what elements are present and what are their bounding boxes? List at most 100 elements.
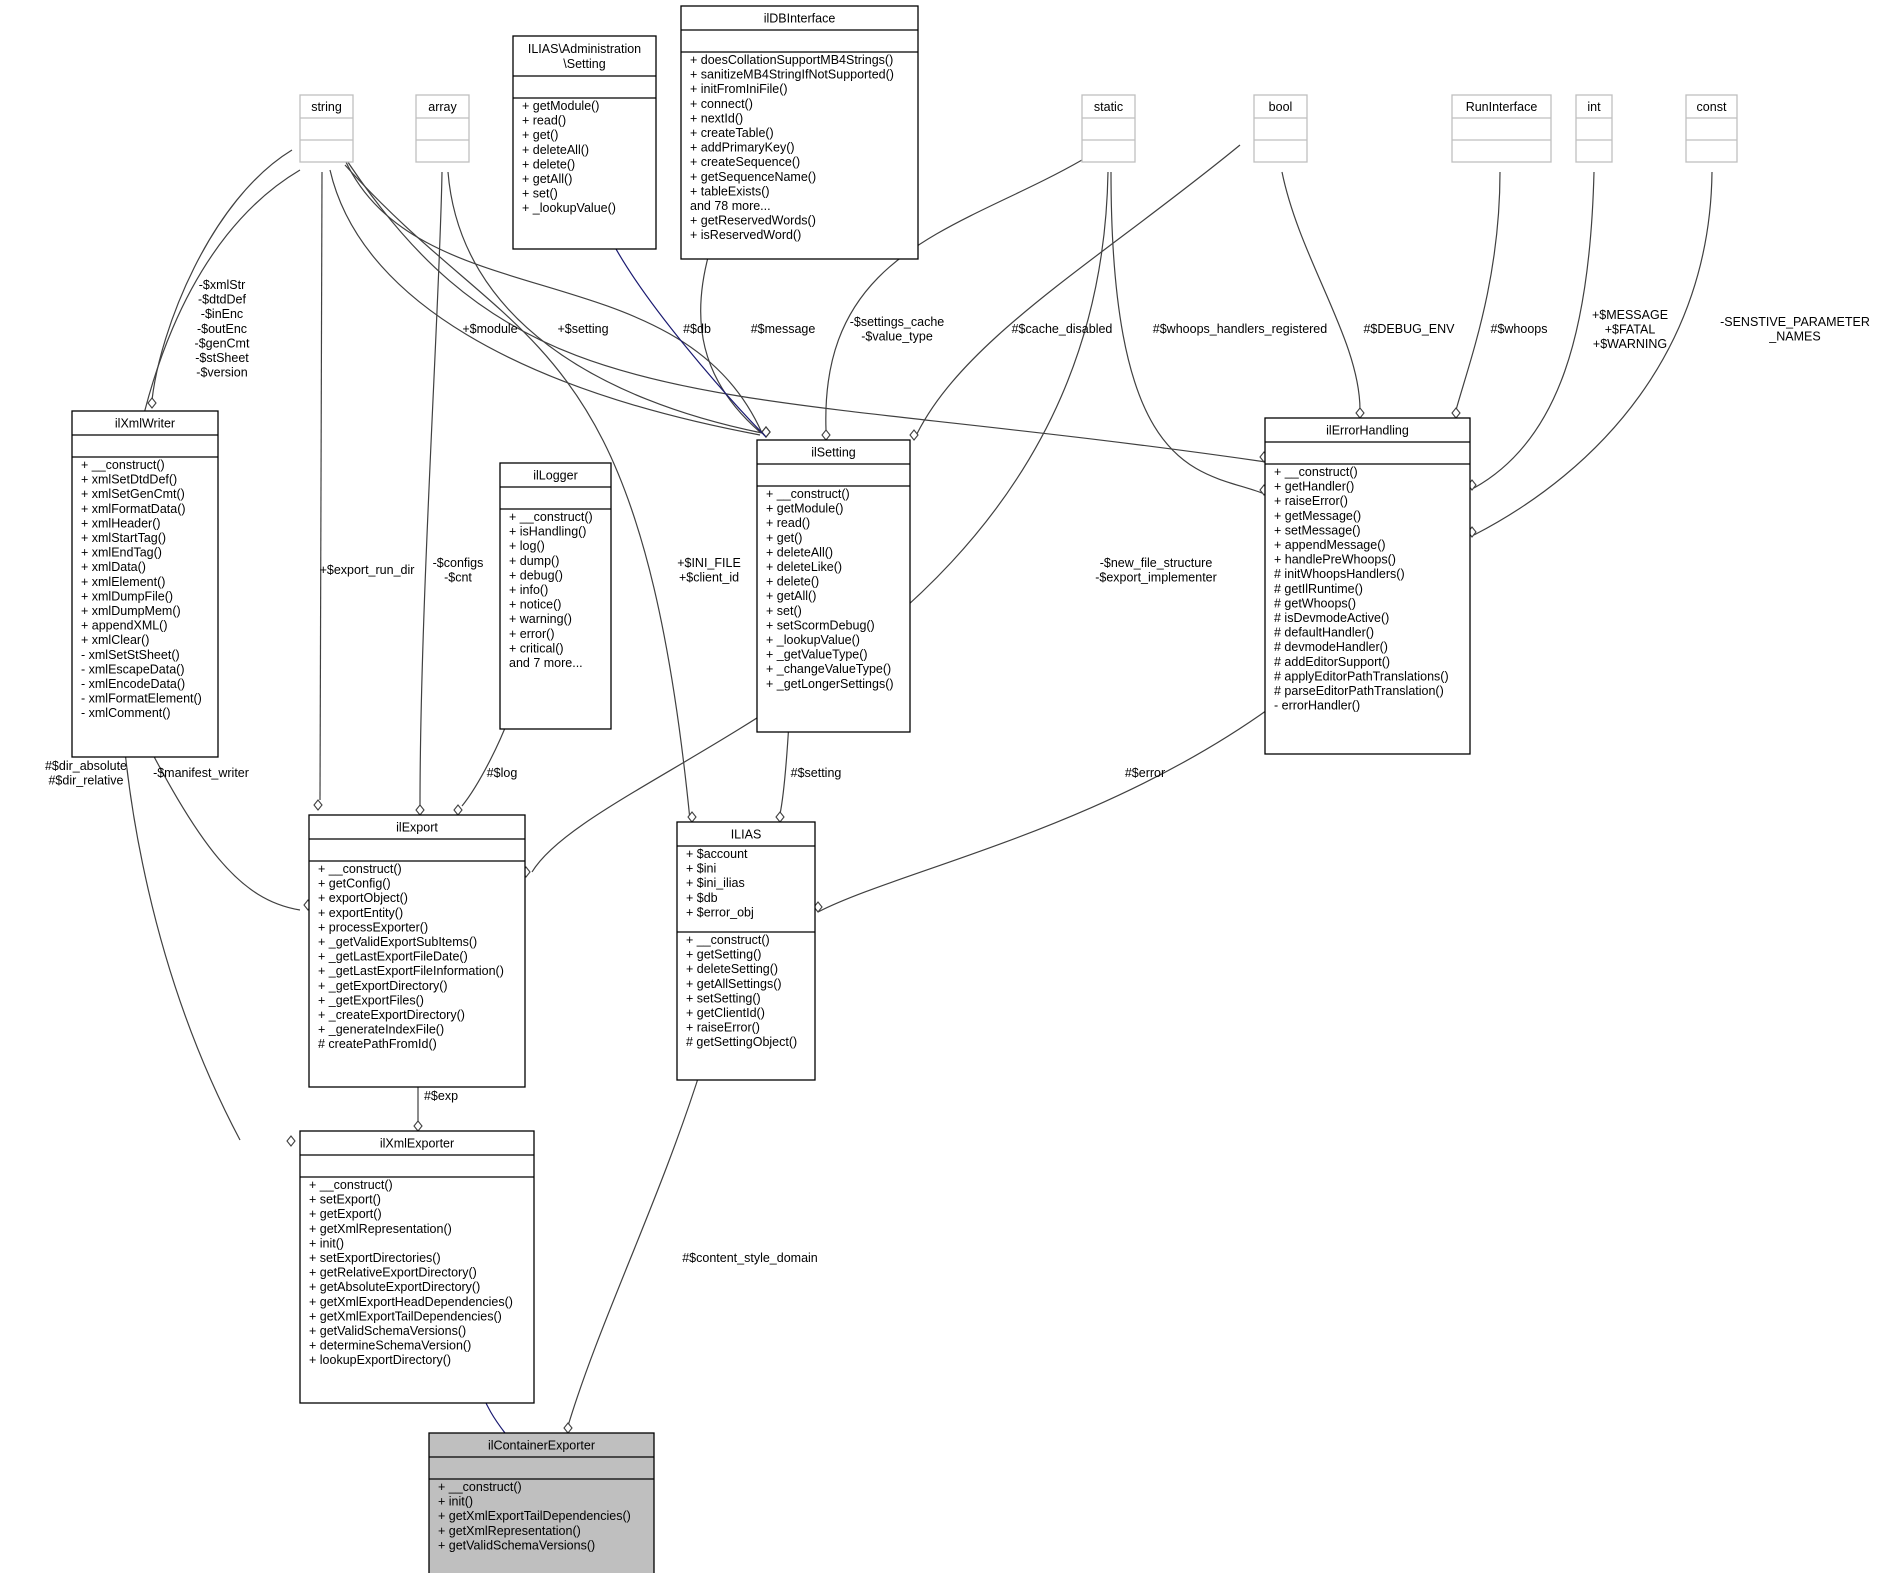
- class-name: ilSetting: [811, 446, 856, 460]
- class-method: + xmlClear(): [81, 633, 149, 647]
- association-edge: [913, 144, 1241, 441]
- class-method: + getHandler(): [1274, 480, 1354, 494]
- class-method: # getIlRuntime(): [1274, 582, 1363, 596]
- aggregation-diamond: [821, 429, 831, 441]
- edge-label: -$xmlStr: [199, 278, 246, 292]
- edge-label: #$exp: [424, 1089, 458, 1103]
- inheritance-edge: [606, 231, 767, 438]
- edge-label: +$module: [462, 322, 517, 336]
- edge-labels: -$xmlStr-$dtdDef-$inEnc-$outEnc-$genCmt-…: [45, 278, 1870, 1265]
- aggregation-diamond: [415, 804, 425, 816]
- class-method: + delete(): [766, 575, 819, 589]
- class-method: + getConfig(): [318, 877, 391, 891]
- edge-label: -$outEnc: [197, 322, 247, 336]
- aggregation-diamond: [1451, 407, 1461, 419]
- edge-label: #$dir_relative: [48, 774, 123, 788]
- association-edge: [1473, 171, 1595, 489]
- class-method: + initFromIniFile(): [690, 82, 788, 96]
- edge-label: +$export_run_dir: [320, 563, 415, 577]
- edge-label: +$WARNING: [1593, 337, 1667, 351]
- class-method: + getXmlExportTailDependencies(): [438, 1509, 631, 1523]
- association-edge: [329, 169, 761, 436]
- class-method: + init(): [309, 1236, 344, 1250]
- class-method: # devmodeHandler(): [1274, 640, 1388, 654]
- class-box: [680, 5, 919, 260]
- class-box: [512, 35, 657, 250]
- class-method: + isHandling(): [509, 525, 586, 539]
- class-method: + getModule(): [766, 502, 843, 516]
- class-method: + _generateIndexFile(): [318, 1023, 444, 1037]
- edge-label: -$stSheet: [195, 351, 249, 365]
- class-method: + critical(): [509, 641, 564, 655]
- class-method: + setScormDebug(): [766, 618, 875, 632]
- edge-label: #$error: [1125, 766, 1165, 780]
- class-method: + __construct(): [438, 1480, 522, 1494]
- class-method: # initWhoopsHandlers(): [1274, 567, 1405, 581]
- class-box: [428, 1432, 655, 1573]
- class-method: + _lookupValue(): [766, 633, 860, 647]
- class-name: ilXmlExporter: [380, 1137, 454, 1151]
- edge-label: -$manifest_writer: [153, 766, 249, 780]
- aggregation-diamond: [909, 429, 919, 441]
- class-method: + getXmlRepresentation(): [309, 1222, 452, 1236]
- class-method: + xmlFormatData(): [81, 502, 186, 516]
- class-ilsetting: ilSetting+ __construct()+ getModule()+ r…: [756, 439, 911, 733]
- association-edge: [817, 707, 1271, 913]
- class-method: - xmlEscapeData(): [81, 662, 185, 676]
- class-runiface: RunInterface: [1451, 94, 1552, 163]
- edge-label: +$MESSAGE: [1592, 308, 1668, 322]
- class-method: + _getValidExportSubItems(): [318, 935, 477, 949]
- edge-label: #$cache_disabled: [1012, 322, 1113, 336]
- class-method: + getSequenceName(): [690, 170, 816, 184]
- class-method: + getExport(): [309, 1207, 382, 1221]
- class-method: and 78 more...: [690, 199, 771, 213]
- class-method: + dump(): [509, 554, 559, 568]
- class-name: RunInterface: [1466, 100, 1538, 114]
- class-method: + setExportDirectories(): [309, 1251, 441, 1265]
- class-method: + warning(): [509, 612, 572, 626]
- class-method: + getReservedWords(): [690, 214, 816, 228]
- class-method: + set(): [522, 187, 558, 201]
- edge-label: -$settings_cache: [850, 315, 945, 329]
- class-const: const: [1685, 94, 1738, 163]
- class-name: ilLogger: [533, 469, 577, 483]
- edge-label: #$setting: [791, 766, 842, 780]
- class-name: static: [1094, 100, 1123, 114]
- class-attribute: + $account: [686, 847, 748, 861]
- class-method: # addEditorSupport(): [1274, 655, 1390, 669]
- association-edge: [419, 171, 443, 807]
- class-method: + __construct(): [766, 487, 850, 501]
- class-box: [1264, 417, 1471, 755]
- class-array: array: [415, 94, 470, 163]
- class-box: [299, 94, 354, 163]
- associations: [117, 144, 1713, 1434]
- class-method: + nextId(): [690, 111, 743, 125]
- association-edge: [700, 249, 761, 433]
- class-ildb: ilDBInterface+ doesCollationSupportMB4St…: [680, 5, 919, 260]
- class-method: + xmlDumpFile(): [81, 589, 173, 603]
- class-method: + doesCollationSupportMB4Strings(): [690, 53, 893, 67]
- class-method: + delete(): [522, 157, 575, 171]
- class-method: + _lookupValue(): [522, 201, 616, 215]
- class-method: + debug(): [509, 568, 563, 582]
- class-method: + lookupExportDirectory(): [309, 1353, 451, 1367]
- class-box: [415, 94, 470, 163]
- edge-label: +$FATAL: [1605, 323, 1656, 337]
- class-method: + get(): [766, 531, 802, 545]
- class-box: [499, 462, 612, 730]
- aggregation-diamond: [453, 804, 463, 816]
- class-method: + getAbsoluteExportDirectory(): [309, 1280, 480, 1294]
- class-method: # getSettingObject(): [686, 1035, 797, 1049]
- class-box: [71, 410, 219, 758]
- class-method: + xmlDumpMem(): [81, 604, 181, 618]
- class-ilexport: ilExport+ __construct()+ getConfig()+ ex…: [308, 814, 526, 1088]
- association-edge: [1281, 171, 1361, 411]
- class-method: + getAllSettings(): [686, 977, 782, 991]
- class-method: + getXmlRepresentation(): [438, 1524, 581, 1538]
- edge-label: -$dtdDef: [198, 293, 246, 307]
- class-method: + addPrimaryKey(): [690, 141, 795, 155]
- class-ilerror: ilErrorHandling+ __construct()+ getHandl…: [1264, 417, 1471, 755]
- class-method: + tableExists(): [690, 184, 770, 198]
- association-edge: [319, 171, 323, 801]
- class-name: string: [311, 100, 342, 114]
